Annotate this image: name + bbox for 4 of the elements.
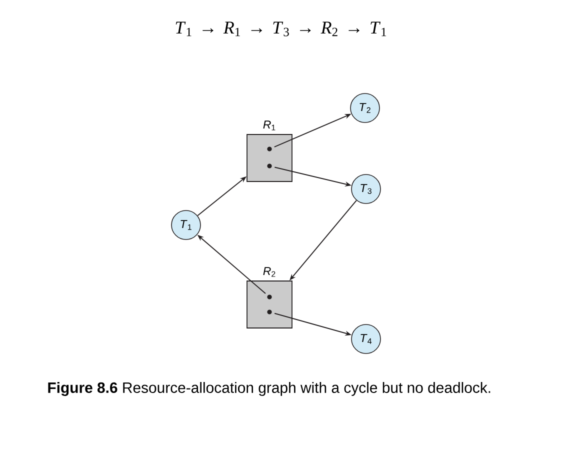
cycle-formula: T$_{1}$ → R$_{1}$ → T$_{3}$ → R$_{2}$ → T$_{1}$ xyxy=(176,22,386,36)
caption: Figure 8.6 Resource-allocation graph with a cycle but no deadlock. xyxy=(48,382,490,396)
resource-label: R$_{1}$ xyxy=(263,120,276,130)
resource-label: R$_{2}$ xyxy=(263,267,276,277)
